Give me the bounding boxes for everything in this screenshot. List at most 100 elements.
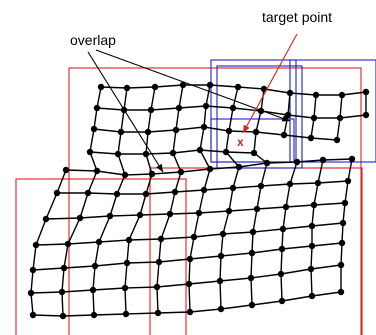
mesh-node	[53, 189, 61, 197]
mesh-edge-v	[79, 192, 89, 219]
mesh-edge-h	[281, 295, 313, 302]
mesh-edge-h	[283, 134, 312, 139]
mesh-edge-h	[154, 84, 184, 88]
overlap-label: overlap	[70, 32, 116, 48]
mesh-node	[263, 159, 271, 167]
mesh-edge-h	[203, 126, 230, 132]
mesh-edge-h	[220, 252, 253, 257]
mesh-node	[185, 280, 193, 288]
mesh-edge-v	[260, 88, 265, 112]
mesh-edge-v	[222, 210, 230, 235]
mesh-edge-v	[124, 287, 127, 315]
mesh-node	[202, 102, 210, 110]
mesh-edge-h	[30, 291, 63, 294]
mesh-node	[177, 168, 185, 176]
mesh-node	[84, 189, 92, 197]
mesh-edge-h	[156, 283, 190, 288]
mesh-edge-v	[87, 170, 98, 194]
mesh-node	[308, 292, 316, 300]
mesh-edge-h	[128, 238, 162, 241]
mesh-edge-v	[178, 84, 184, 109]
mesh-edge-h	[151, 171, 182, 175]
mesh-node	[154, 309, 162, 317]
mesh-edge-h	[339, 114, 367, 119]
mesh-node	[280, 131, 288, 139]
mesh-node	[341, 199, 349, 207]
mesh-edge-v	[56, 169, 67, 194]
mesh-node	[93, 167, 101, 175]
mesh-edge-v	[225, 130, 230, 153]
mesh-edge-v	[280, 273, 283, 302]
mesh-node	[113, 190, 121, 198]
mesh-node	[27, 289, 35, 297]
mesh-edge-h	[310, 137, 338, 141]
mesh-node	[123, 259, 131, 267]
mesh-edge-h	[209, 166, 240, 170]
mesh-edge-h	[289, 182, 319, 185]
mesh-node	[179, 81, 187, 89]
mesh-edge-v	[98, 215, 111, 243]
mesh-edge-v	[311, 204, 315, 227]
mesh-edge-v	[289, 161, 298, 185]
mesh-node	[148, 170, 156, 178]
mesh-node	[307, 265, 315, 273]
mesh-edge-h	[296, 159, 324, 163]
mesh-edge-v	[313, 94, 317, 119]
mesh-edge-v	[172, 129, 177, 154]
mesh-node	[157, 235, 165, 243]
mesh-edge-v	[32, 244, 37, 271]
mesh-node	[284, 111, 292, 119]
mesh-node	[217, 252, 225, 260]
mesh-node	[153, 283, 161, 291]
mesh-edge-h	[175, 126, 205, 131]
mesh-edge-h	[232, 185, 262, 189]
mesh-edge-h	[139, 213, 171, 216]
mesh-edge-h	[311, 222, 344, 227]
mesh-edge-h	[282, 225, 313, 230]
mesh-edge-h	[124, 286, 158, 289]
mesh-edge-v	[285, 183, 291, 208]
mesh-edge-v	[158, 238, 162, 263]
mesh-edge-h	[169, 212, 200, 215]
mesh-edge-h	[341, 91, 367, 96]
mesh-edge-v	[174, 171, 182, 193]
mesh-edge-h	[150, 107, 180, 111]
mesh-edge-v	[89, 128, 95, 153]
mesh-edge-h	[87, 192, 118, 195]
mesh-edge-v	[109, 193, 118, 217]
mesh-edge-v	[188, 258, 191, 285]
mesh-node	[166, 210, 174, 218]
mesh-edge-h	[63, 265, 96, 269]
mesh-node	[195, 209, 203, 217]
mesh-edge-v	[341, 222, 344, 244]
mesh-node	[136, 211, 144, 219]
mesh-node	[319, 156, 327, 164]
mesh-edge-h	[157, 311, 191, 314]
target-point-label: target point	[262, 9, 332, 25]
mesh-edge-h	[222, 231, 254, 235]
mesh-edge-v	[252, 208, 258, 233]
mesh-node	[175, 104, 183, 112]
mesh-edge-h	[160, 236, 195, 240]
mesh-node	[217, 305, 225, 313]
mesh-node	[90, 125, 98, 133]
mesh-node	[64, 240, 72, 248]
mesh-edge-v	[336, 117, 341, 141]
mesh-edge-h	[174, 189, 205, 193]
mesh-edge-v	[128, 214, 141, 241]
mesh-edge-h	[32, 314, 64, 317]
mesh-node	[282, 203, 290, 211]
mesh-edge-v	[116, 174, 126, 195]
mesh-edge-v	[92, 289, 95, 316]
mesh-node	[155, 258, 163, 266]
mesh-node	[278, 297, 286, 305]
mesh-node	[314, 179, 322, 187]
mesh-node	[121, 284, 129, 292]
mesh-node	[216, 277, 224, 285]
overlap-arrow-right	[95, 49, 291, 122]
mesh-edge-h	[180, 168, 211, 173]
mesh-edge-h	[219, 277, 252, 282]
target-point-marker: x	[237, 135, 244, 149]
mesh-node	[310, 201, 318, 209]
deformed-mesh-grid	[27, 81, 370, 320]
